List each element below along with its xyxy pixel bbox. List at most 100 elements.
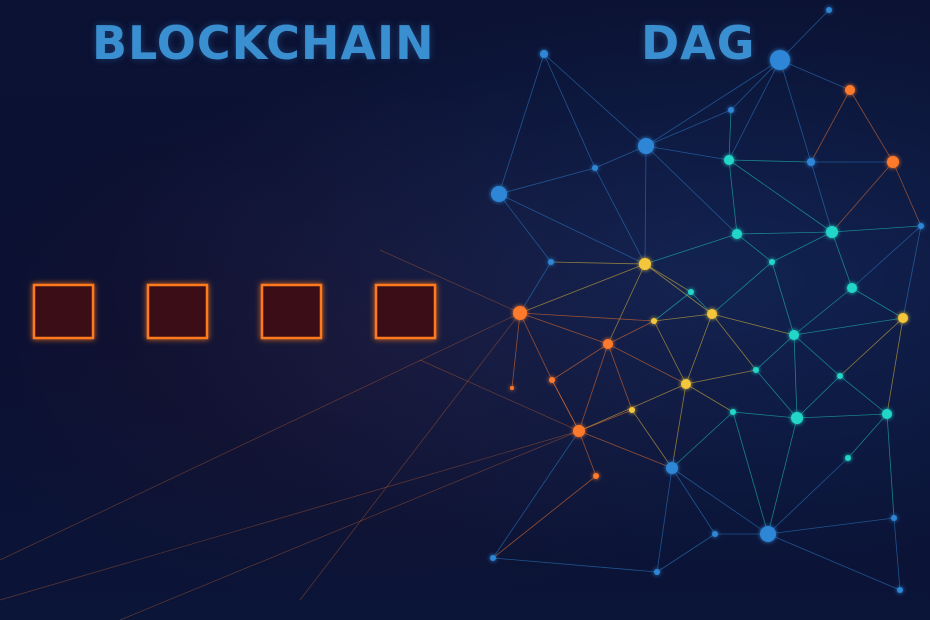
dag-edge	[671, 467, 716, 535]
dag-edge	[851, 287, 904, 319]
dag-edge	[779, 59, 812, 163]
dag-edge	[736, 231, 833, 235]
dag-edge	[732, 411, 769, 535]
dag-edge	[607, 343, 687, 385]
dag-edge	[498, 193, 646, 265]
dag-edge	[793, 317, 904, 336]
dag-node	[882, 409, 892, 419]
dag-edge	[594, 167, 646, 265]
dag-node	[548, 259, 554, 265]
dag-edge	[849, 89, 894, 163]
dag-node	[592, 165, 598, 171]
dag-node	[593, 473, 599, 479]
dag-node	[490, 555, 496, 561]
chain-block	[32, 283, 95, 340]
dag-ray	[119, 430, 580, 620]
dag-edge	[767, 533, 901, 591]
dag-edge	[551, 343, 609, 381]
dag-edge	[796, 413, 888, 419]
dag-edge	[810, 89, 851, 163]
dag-edge	[492, 430, 580, 559]
dag-edge	[730, 59, 781, 111]
dag-edge	[728, 59, 781, 161]
dag-node	[712, 531, 718, 537]
dag-edge	[511, 312, 521, 389]
dag-edge	[755, 369, 798, 419]
dag-edge	[771, 231, 833, 263]
dag-node	[847, 283, 857, 293]
dag-edge	[793, 334, 798, 419]
dag-node	[688, 289, 694, 295]
blockchain-title: BLOCKCHAIN	[92, 16, 435, 70]
dag-edge	[711, 313, 795, 336]
dag-edge	[892, 161, 922, 227]
dag-edge	[831, 231, 853, 289]
dag-node	[770, 50, 790, 70]
dag-edge	[607, 320, 655, 345]
dag-edge	[671, 467, 769, 535]
dag-node	[807, 158, 815, 166]
dag-node	[728, 107, 734, 113]
dag-node	[666, 462, 678, 474]
dag-edge	[644, 145, 647, 265]
dag-edge	[656, 533, 716, 573]
dag-node	[573, 425, 585, 437]
dag-edge	[498, 167, 596, 195]
dag-node	[887, 156, 899, 168]
dag-edge	[767, 517, 895, 535]
dag-edge	[793, 287, 853, 336]
dag-edge	[767, 417, 798, 535]
dag-edge	[767, 457, 849, 535]
dag-edge	[631, 409, 673, 469]
dag-edge	[755, 334, 795, 371]
chain-block	[146, 283, 209, 340]
dag-node	[730, 409, 736, 415]
blockchain-chain	[0, 283, 520, 340]
dag-edge	[492, 475, 597, 559]
dag-ray	[419, 359, 580, 432]
dag-node	[603, 339, 613, 349]
dag-edge	[578, 430, 673, 469]
dag-node	[651, 318, 657, 324]
dag-node	[681, 379, 691, 389]
dag-edge	[711, 261, 773, 315]
dag-edge	[831, 225, 922, 233]
dag-edge	[519, 312, 609, 345]
dag-edge	[644, 233, 738, 265]
dag-edge	[728, 159, 833, 233]
dag-node	[491, 186, 507, 202]
dag-node	[891, 515, 897, 521]
dag-node	[826, 226, 838, 238]
dag-node	[540, 50, 548, 58]
dag-edge	[645, 145, 730, 161]
dag-node	[753, 367, 759, 373]
dag-edge	[653, 291, 692, 322]
dag-node	[707, 309, 717, 319]
dag-node	[837, 373, 843, 379]
dag-edge	[498, 53, 545, 195]
dag-node	[549, 377, 555, 383]
dag-node	[510, 386, 514, 390]
dag-title: DAG	[641, 16, 756, 70]
dag-edge	[886, 413, 895, 519]
dag-edge	[736, 233, 773, 263]
dag-edge	[851, 225, 922, 289]
dag-edge	[685, 313, 713, 385]
dag-edge	[728, 159, 738, 235]
dag-edge	[810, 161, 833, 233]
dag-edge	[685, 369, 757, 385]
dag-edge	[847, 413, 888, 459]
dag-edge	[594, 145, 647, 169]
dag-edge	[779, 59, 851, 91]
dag-node	[732, 229, 742, 239]
dag-edge	[728, 159, 812, 163]
dag-node	[826, 7, 832, 13]
dag-edge	[578, 409, 633, 432]
dag-edge	[902, 225, 922, 319]
dag-edge	[893, 517, 901, 591]
dag-node	[791, 412, 803, 424]
dag-node	[845, 85, 855, 95]
dag-edge	[645, 59, 781, 147]
